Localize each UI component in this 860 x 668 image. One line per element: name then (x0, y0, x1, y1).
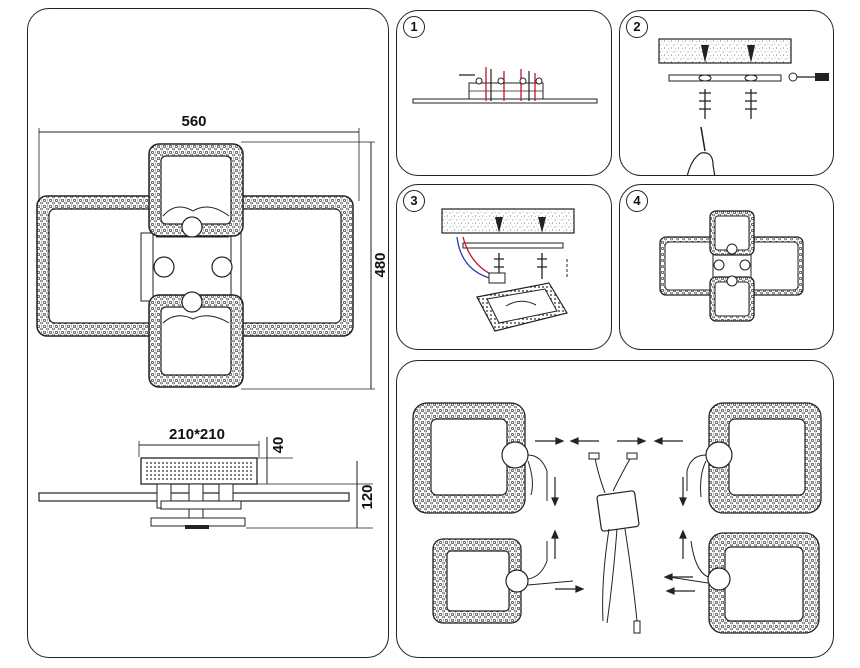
step-4-diagram (659, 210, 804, 322)
step-2-panel: 2 (619, 10, 834, 176)
top-frame (148, 143, 244, 237)
step-number: 4 (626, 190, 648, 212)
step-number: 3 (403, 190, 425, 212)
connection-arrows (535, 437, 695, 595)
driver-box (596, 490, 640, 532)
connector-joint (153, 256, 175, 278)
width-dimension-label: 560 (181, 113, 206, 130)
height-dimension-label: 480 (372, 252, 389, 277)
side-view: 210*210 40 120 (38, 426, 376, 529)
dimension-drawing-panel: 560 480 (27, 8, 389, 658)
step-3-panel: 3 (396, 184, 612, 350)
total-height-label: 120 (359, 484, 376, 509)
step-1-diagram (412, 67, 598, 104)
step-3-diagram (441, 208, 575, 332)
wiring-panel (396, 360, 834, 658)
base-height-label: 40 (270, 437, 287, 454)
connector-joint (181, 291, 203, 313)
dimension-drawing: 560 480 (36, 113, 389, 529)
step-2-diagram (658, 38, 829, 175)
step-number: 1 (403, 16, 425, 38)
base-size-label: 210*210 (169, 426, 225, 443)
step-number: 2 (626, 16, 648, 38)
connector-joint (181, 216, 203, 238)
step-1-panel: 1 (396, 10, 612, 176)
connector-joint (211, 256, 233, 278)
wiring-diagram (412, 402, 822, 634)
step-4-panel: 4 (619, 184, 834, 350)
